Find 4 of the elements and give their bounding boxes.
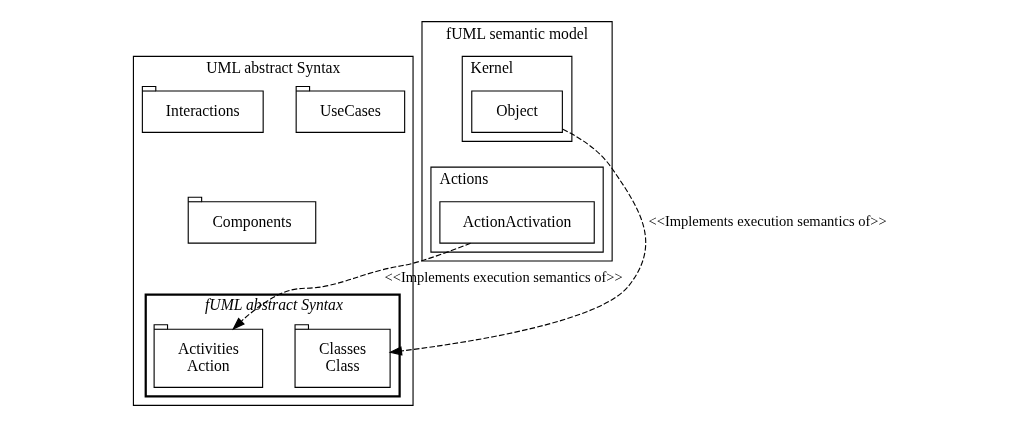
node-box: ActionActivation	[438, 201, 595, 244]
edge-label: <<Implements execution semantics of>>	[648, 213, 887, 230]
node-box: Object	[470, 90, 563, 133]
arrow	[388, 128, 646, 356]
